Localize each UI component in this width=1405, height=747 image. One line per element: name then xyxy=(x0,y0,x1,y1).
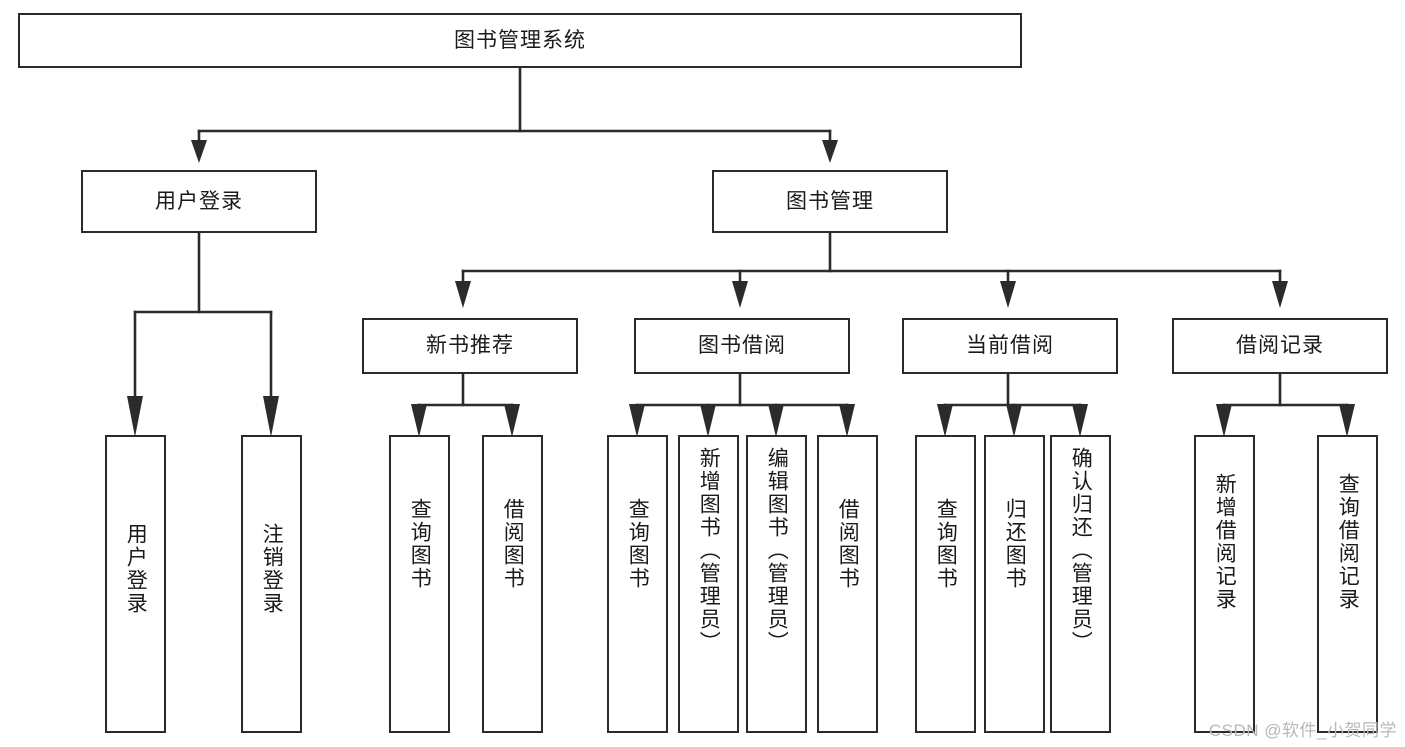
node-leaf-query-book-3[interactable]: 查询图书 xyxy=(915,435,976,733)
node-new-book-rec[interactable]: 新书推荐 xyxy=(362,318,578,374)
node-leaf-query-record[interactable]: 查询借阅记录 xyxy=(1317,435,1378,733)
node-leaf-borrow-book-2[interactable]: 借阅图书 xyxy=(817,435,878,733)
node-root-label: 图书管理系统 xyxy=(454,28,586,52)
node-leaf-borrow-book-2-label: 借阅图书 xyxy=(836,498,860,590)
node-user-login-label: 用户登录 xyxy=(155,189,243,213)
node-leaf-user-logout[interactable]: 注销登录 xyxy=(241,435,302,733)
node-leaf-edit-book[interactable]: 编辑图书（管理员） xyxy=(746,435,807,733)
node-root[interactable]: 图书管理系统 xyxy=(18,13,1022,68)
arrowheads xyxy=(127,140,1355,437)
node-leaf-user-logout-label: 注销登录 xyxy=(260,523,284,615)
node-leaf-query-book-3-label: 查询图书 xyxy=(934,498,958,590)
node-leaf-add-record[interactable]: 新增借阅记录 xyxy=(1194,435,1255,733)
node-book-manage-label: 图书管理 xyxy=(786,189,874,213)
node-book-borrow-label: 图书借阅 xyxy=(698,334,786,358)
node-new-book-rec-label: 新书推荐 xyxy=(426,334,514,358)
node-leaf-return-book[interactable]: 归还图书 xyxy=(984,435,1045,733)
node-leaf-add-record-label: 新增借阅记录 xyxy=(1213,473,1237,611)
node-leaf-query-book-2[interactable]: 查询图书 xyxy=(607,435,668,733)
node-leaf-borrow-book-1[interactable]: 借阅图书 xyxy=(482,435,543,733)
node-leaf-add-book-label: 新增图书（管理员） xyxy=(697,447,721,654)
node-leaf-query-book-1[interactable]: 查询图书 xyxy=(389,435,450,733)
node-leaf-user-login-label: 用户登录 xyxy=(124,523,148,615)
node-leaf-return-book-label: 归还图书 xyxy=(1003,498,1027,590)
node-current-borrow-label: 当前借阅 xyxy=(966,334,1054,358)
node-borrow-record[interactable]: 借阅记录 xyxy=(1172,318,1388,374)
node-leaf-add-book[interactable]: 新增图书（管理员） xyxy=(678,435,739,733)
node-user-login[interactable]: 用户登录 xyxy=(81,170,317,233)
node-leaf-edit-book-label: 编辑图书（管理员） xyxy=(765,447,789,654)
node-leaf-query-book-2-label: 查询图书 xyxy=(626,498,650,590)
node-leaf-confirm-return-label: 确认归还（管理员） xyxy=(1069,447,1093,654)
node-leaf-confirm-return[interactable]: 确认归还（管理员） xyxy=(1050,435,1111,733)
node-leaf-query-book-1-label: 查询图书 xyxy=(408,498,432,590)
node-book-manage[interactable]: 图书管理 xyxy=(712,170,948,233)
node-leaf-query-record-label: 查询借阅记录 xyxy=(1336,473,1360,611)
node-current-borrow[interactable]: 当前借阅 xyxy=(902,318,1118,374)
node-leaf-user-login[interactable]: 用户登录 xyxy=(105,435,166,733)
node-leaf-borrow-book-1-label: 借阅图书 xyxy=(501,498,525,590)
node-borrow-record-label: 借阅记录 xyxy=(1236,334,1324,358)
node-book-borrow[interactable]: 图书借阅 xyxy=(634,318,850,374)
